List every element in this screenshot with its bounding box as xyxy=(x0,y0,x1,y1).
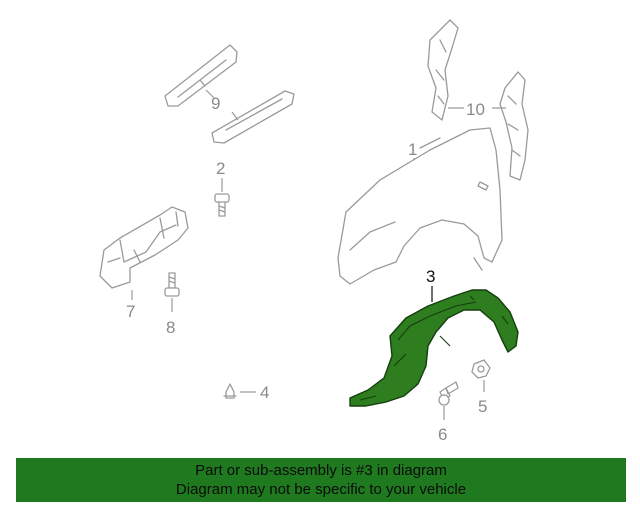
part-3-fender-liner xyxy=(349,289,519,407)
part-1-fender xyxy=(337,127,503,285)
callout-7: 7 xyxy=(126,302,135,321)
part-6-screw xyxy=(438,381,459,406)
part-8-bolt xyxy=(164,272,180,297)
callout-6: 6 xyxy=(438,425,447,444)
part-10-shield-left xyxy=(427,19,459,121)
info-banner: Part or sub-assembly is #3 in diagram Di… xyxy=(16,458,626,502)
part-9-bracket-lower xyxy=(211,90,295,144)
parts-diagram: 9 2 7 8 10 1 3 xyxy=(99,19,529,444)
callout-1: 1 xyxy=(408,140,417,159)
leader-9 xyxy=(205,89,239,121)
callout-9: 9 xyxy=(211,94,220,113)
part-2-bolt xyxy=(214,193,230,217)
part-5-grommet xyxy=(471,359,491,379)
part-9-bracket-upper xyxy=(164,44,238,107)
callout-8: 8 xyxy=(166,318,175,337)
part-10-shield-right xyxy=(499,71,529,181)
banner-line-2: Diagram may not be specific to your vehi… xyxy=(175,481,467,498)
part-4-clip xyxy=(223,383,237,399)
callout-2: 2 xyxy=(216,159,225,178)
callout-5: 5 xyxy=(478,397,487,416)
part-7-bracket xyxy=(99,206,189,289)
callout-10: 10 xyxy=(466,100,485,119)
callout-3: 3 xyxy=(426,267,435,286)
callout-4: 4 xyxy=(260,383,269,402)
banner-line-1: Part or sub-assembly is #3 in diagram xyxy=(195,462,447,479)
